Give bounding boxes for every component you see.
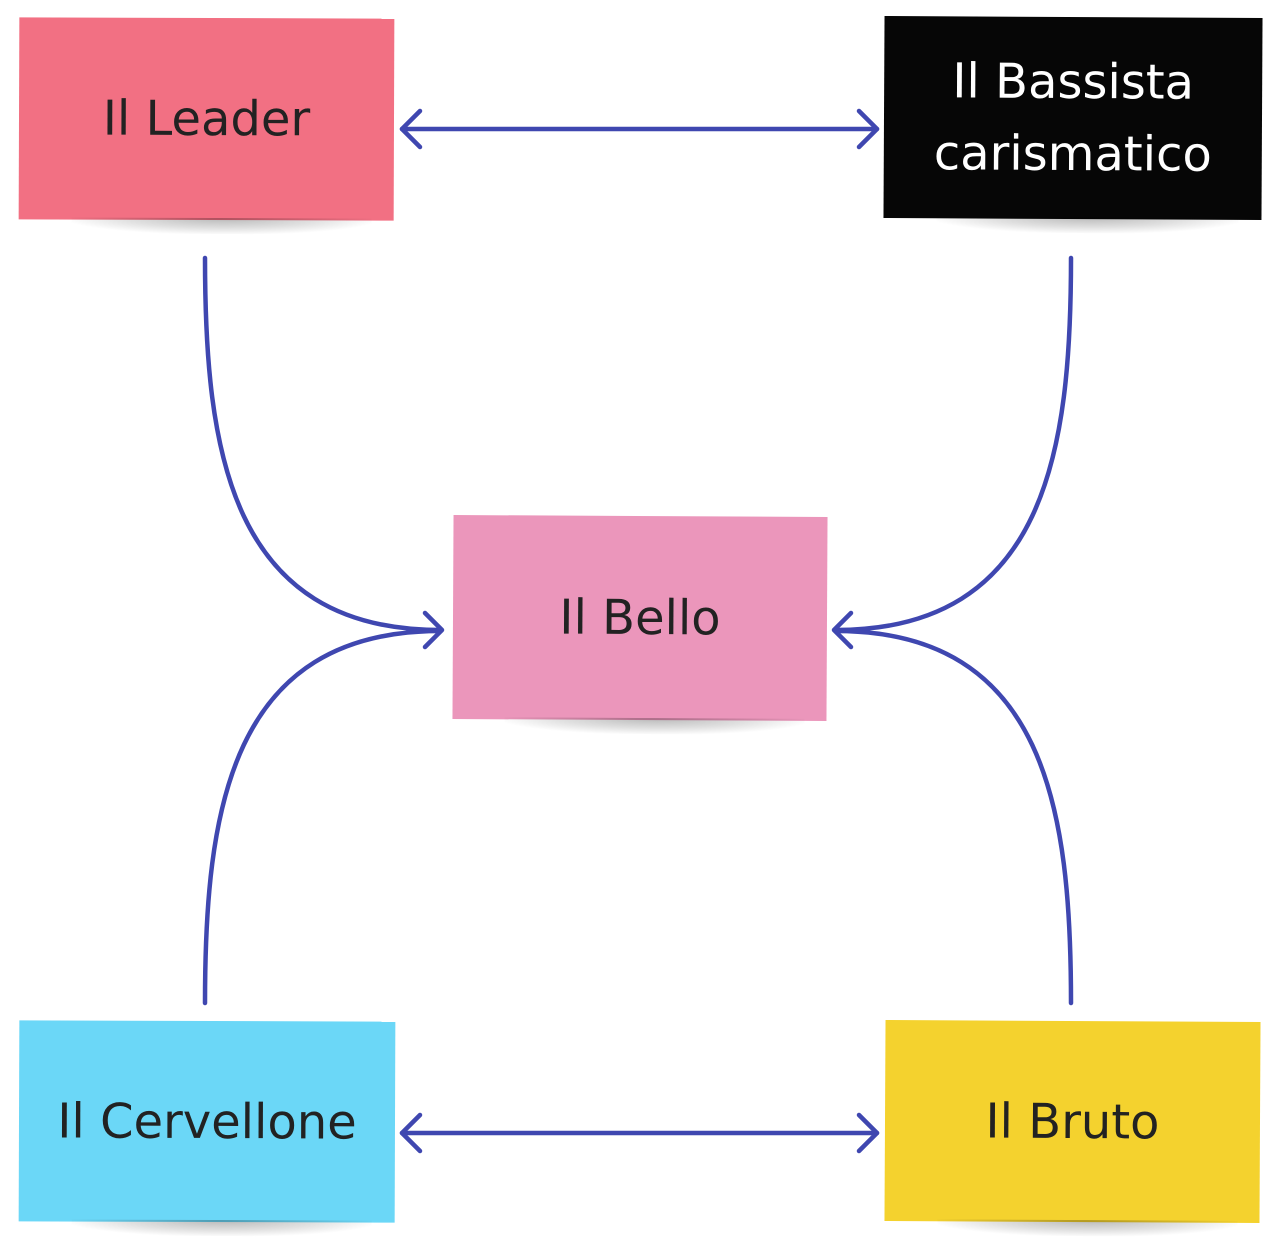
note-label-bruto: Il Bruto xyxy=(985,1093,1160,1150)
sticky-note-bello[interactable]: Il Bello xyxy=(452,515,828,721)
sticky-note-cervellone[interactable]: Il Cervellone xyxy=(18,1020,396,1223)
arrowhead-left-icon xyxy=(399,1112,423,1154)
connector-leader-bello xyxy=(202,255,443,633)
arrowhead-right-icon xyxy=(856,1112,880,1154)
connector-bruto-bello xyxy=(833,628,1074,1006)
note-label-bassista: Il Bassista carismatico xyxy=(933,53,1212,183)
note-label-leader: Il Leader xyxy=(102,90,311,148)
note-label-bello: Il Bello xyxy=(559,589,721,647)
sticky-note-leader[interactable]: Il Leader xyxy=(18,17,395,221)
arrowhead-right-icon xyxy=(856,108,880,150)
arrowhead-left-icon xyxy=(399,108,423,150)
sticky-note-bassista[interactable]: Il Bassista carismatico xyxy=(883,16,1263,220)
note-label-cervellone: Il Cervellone xyxy=(57,1092,357,1151)
connector-cervellone-bello xyxy=(202,628,443,1006)
connector-bassista-bello xyxy=(833,255,1074,633)
sticky-note-bruto[interactable]: Il Bruto xyxy=(884,1020,1261,1223)
